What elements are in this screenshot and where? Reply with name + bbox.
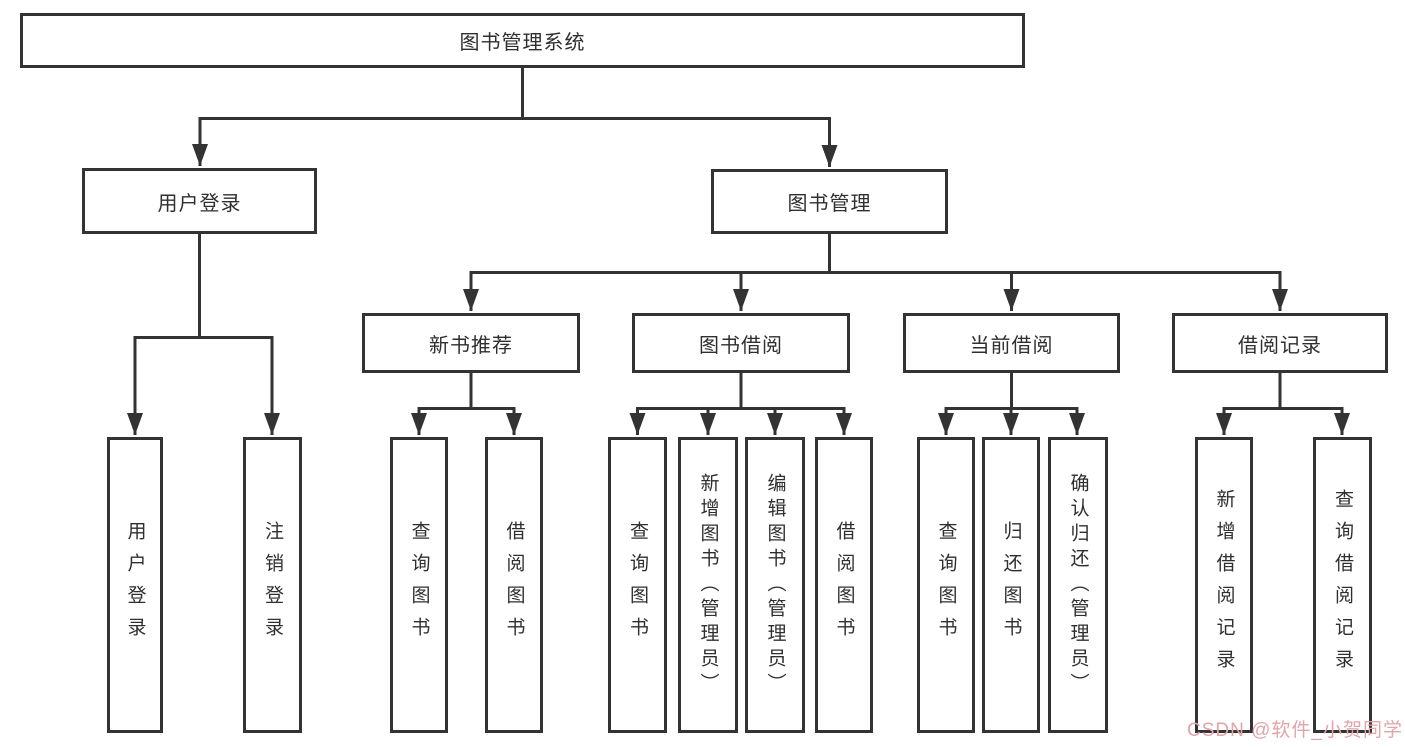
node-borrow-edit-books-admin: 编辑图书（管理员） — [745, 437, 805, 733]
node-current-confirm-return-admin: 确认归还（管理员） — [1048, 437, 1108, 733]
node-root-system: 图书管理系统 — [20, 13, 1025, 68]
node-recommend-query-books: 查询图书 — [390, 437, 448, 733]
node-records-add-record: 新增借阅记录 — [1195, 437, 1253, 733]
node-leaf-user-login: 用户登录 — [107, 437, 163, 733]
node-borrow-query-books: 查询图书 — [608, 437, 667, 733]
node-records-query-record: 查询借阅记录 — [1313, 437, 1372, 733]
node-current-borrow: 当前借阅 — [903, 313, 1120, 373]
node-current-query-books: 查询图书 — [917, 437, 975, 733]
node-book-management: 图书管理 — [711, 169, 948, 234]
node-user-login: 用户登录 — [82, 168, 317, 234]
csdn-watermark: CSDN @软件_小贺同学 — [1187, 720, 1403, 741]
node-current-return-books: 归还图书 — [982, 437, 1040, 733]
node-new-book-recommend: 新书推荐 — [362, 313, 580, 373]
node-leaf-logout: 注销登录 — [243, 437, 302, 733]
node-borrow-records: 借阅记录 — [1172, 313, 1388, 373]
node-borrow-borrow-books: 借阅图书 — [815, 437, 873, 733]
node-recommend-borrow-books: 借阅图书 — [485, 437, 543, 733]
node-borrow-add-books-admin: 新增图书（管理员） — [678, 437, 738, 733]
node-book-borrow: 图书借阅 — [632, 313, 850, 373]
